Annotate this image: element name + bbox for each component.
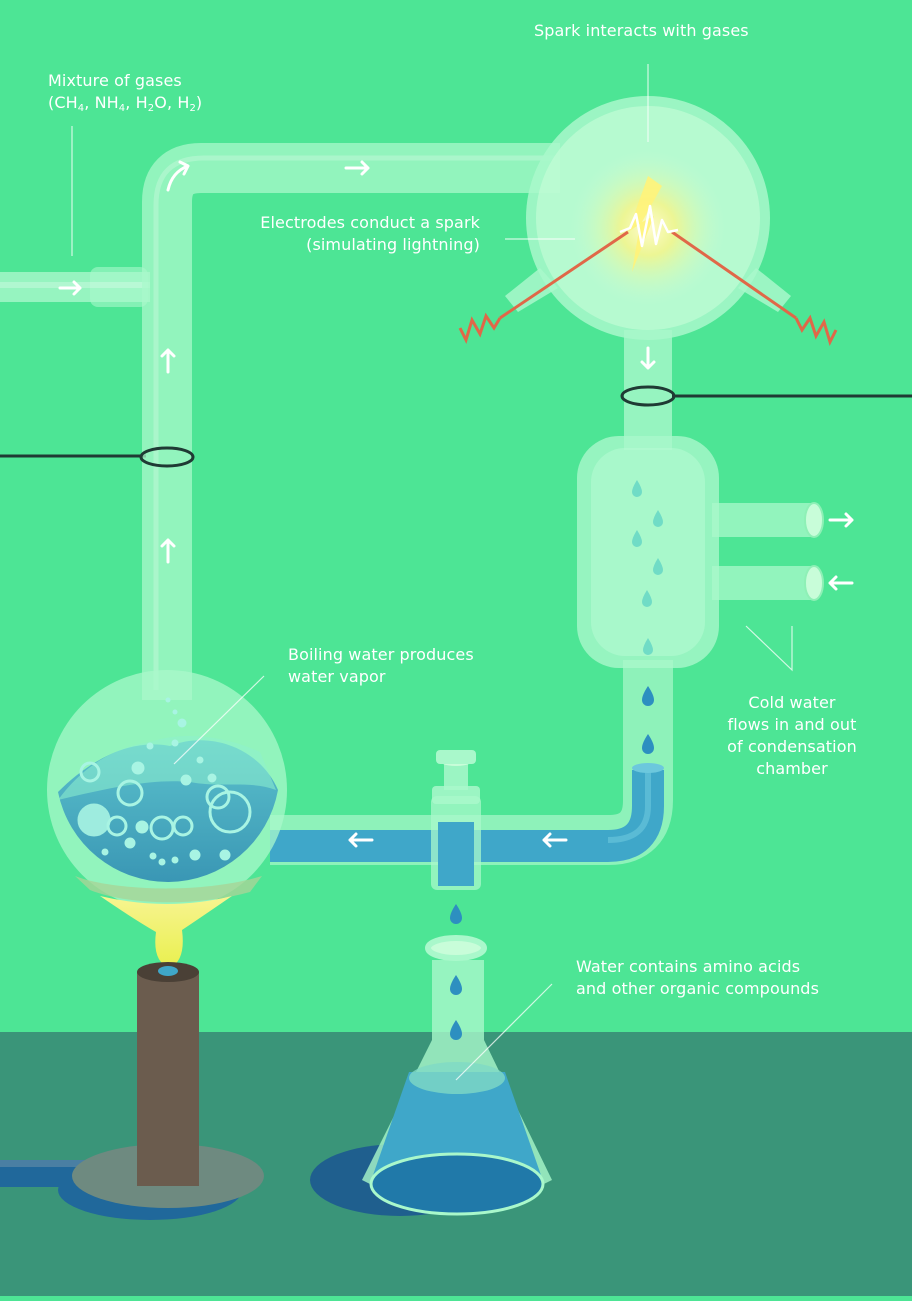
clamp-ring-left <box>139 446 195 468</box>
label-cold-line3: of condensation <box>727 737 857 756</box>
label-spark: Spark interacts with gases <box>534 20 749 42</box>
formula-sub: 4 <box>118 103 126 114</box>
burner-tube <box>137 972 199 1186</box>
label-gas-mixture: Mixture of gases (CH4, NH4, H2O, H2) <box>48 70 202 114</box>
formula-part: (CH <box>48 93 78 112</box>
formula-sub: 2 <box>189 103 196 114</box>
label-cold-line4: chamber <box>756 759 828 778</box>
formula-part: O, H <box>154 93 190 112</box>
electrodes <box>458 230 838 347</box>
label-cold-line2: flows in and out <box>727 715 857 734</box>
label-boiling-line2: water vapor <box>288 667 386 686</box>
formula-sub: 4 <box>77 103 85 114</box>
label-amino-line1: Water contains amino acids <box>576 957 801 976</box>
condensation-chamber <box>577 436 824 668</box>
arrow-icon <box>58 160 854 848</box>
formula-part: , H <box>125 93 148 112</box>
label-gas-formula: (CH4, NH4, H2O, H2) <box>48 92 202 114</box>
boiling-flask <box>47 670 287 910</box>
formula-part: , NH <box>84 93 119 112</box>
water-droplet-icon <box>450 480 663 1040</box>
formula-part: ) <box>195 93 203 112</box>
label-cold-line1: Cold water <box>748 693 836 712</box>
leader-lines <box>71 64 793 1081</box>
burner-flame <box>100 896 232 968</box>
label-amino-line2: and other organic compounds <box>576 979 820 998</box>
stopcock <box>431 750 481 890</box>
gas-hose <box>0 1160 140 1169</box>
collection-flask <box>362 935 552 1216</box>
label-cold-water: Cold water flows in and out of condensat… <box>712 692 872 780</box>
label-boiling-water: Boiling water produces water vapor <box>288 644 474 688</box>
label-electrodes-line2: (simulating lightning) <box>306 235 480 254</box>
label-boiling-line1: Boiling water produces <box>288 645 474 664</box>
formula-sub: 2 <box>147 103 155 114</box>
spark-icon <box>619 176 679 272</box>
label-amino-acids: Water contains amino acids and other org… <box>576 956 819 1000</box>
clamp-ring-right <box>620 385 676 407</box>
bubble-icon <box>77 697 252 866</box>
label-electrodes-line1: Electrodes conduct a spark <box>260 213 480 232</box>
label-spark-text: Spark interacts with gases <box>534 21 749 40</box>
label-gas-mixture-title: Mixture of gases <box>48 71 182 90</box>
label-electrodes: Electrodes conduct a spark (simulating l… <box>246 212 480 256</box>
glass-tube-highlight <box>153 155 555 690</box>
